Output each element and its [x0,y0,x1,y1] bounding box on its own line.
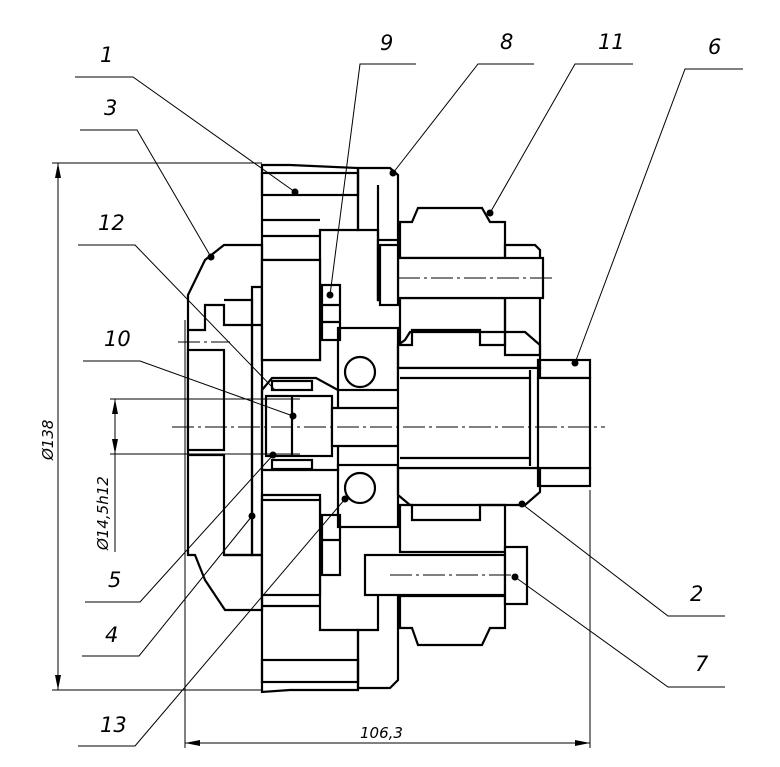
callout-4: 4 [105,623,118,647]
dimension-shaft-diameter [110,398,300,552]
part-10-shaft-bushing [264,394,334,458]
dimension-outer-diameter [52,162,262,691]
callout-8: 8 [500,30,513,54]
callout-3: 3 [104,96,117,120]
part-11-rubber [398,206,542,647]
part-2-hub [396,330,542,507]
callout-7: 7 [695,652,709,676]
callout-10: 10 [104,327,131,351]
dimension-overall-length [184,320,591,748]
part-9-nut [320,283,342,342]
callout-1: 1 [100,43,113,67]
leader-lines [75,63,743,747]
dimension-outer-diameter-text: Ø138 [39,420,57,461]
callout-9: 9 [380,31,393,55]
callout-11: 11 [598,30,625,54]
callout-12: 12 [98,211,125,235]
part-6-end-nut [536,358,592,488]
callout-6: 6 [708,35,721,59]
callout-13: 13 [100,713,127,737]
callout-5: 5 [108,568,121,592]
part-3-cover [186,243,264,612]
part-4-plate [224,285,264,557]
dimension-overall-length-text: 106,3 [360,724,403,742]
dimension-shaft-diameter-text: Ø14,5h12 [94,476,112,551]
centerlines [172,277,605,576]
callout-2: 2 [690,582,703,606]
callout-labels: 1 3 12 10 9 8 11 6 5 4 13 2 7 [98,30,721,737]
